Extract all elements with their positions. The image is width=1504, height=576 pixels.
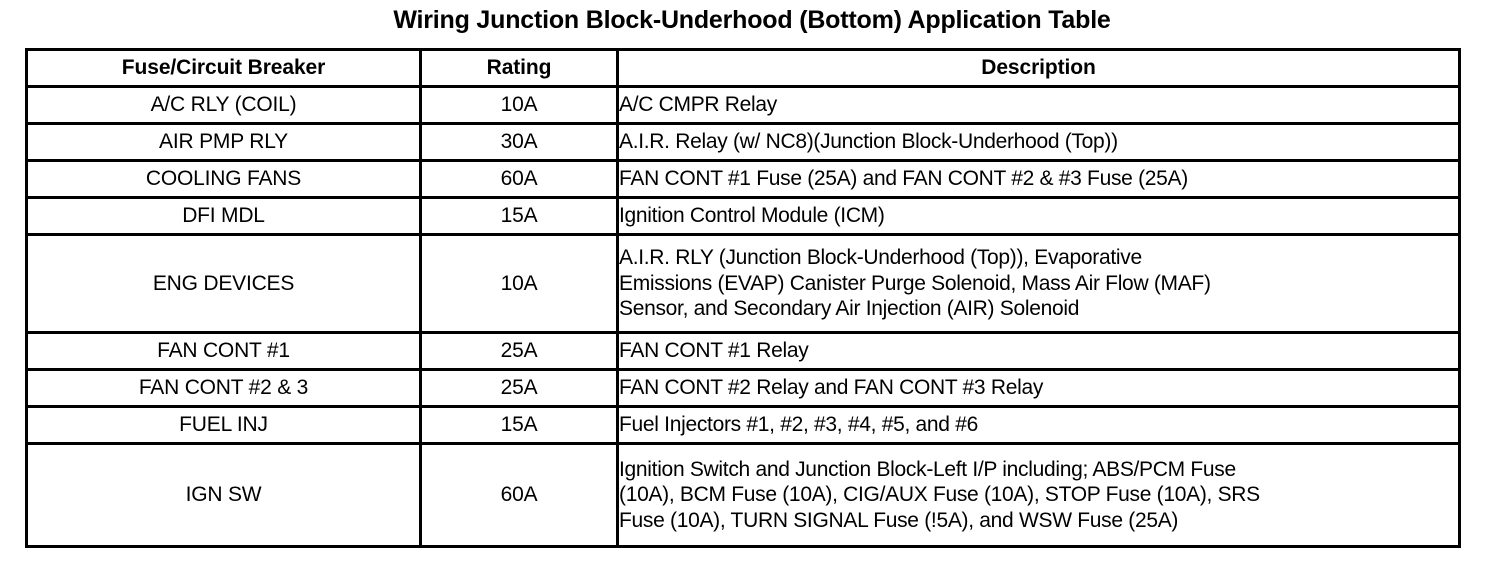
- description-line: A.I.R. RLY (Junction Block-Underhood (To…: [619, 246, 1142, 270]
- table-header: Fuse/Circuit Breaker Rating Description: [25, 48, 1461, 88]
- column-header-rating: Rating: [419, 48, 619, 88]
- cell-description: Ignition Switch and Junction Block-Left …: [616, 442, 1461, 548]
- cell-rating: 25A: [419, 331, 619, 371]
- table-header-row: Fuse/Circuit Breaker Rating Description: [25, 48, 1461, 88]
- cell-fuse: DFI MDL: [25, 196, 422, 236]
- description-line: Fuel Injectors #1, #2, #3, #4, #5, and #…: [619, 413, 978, 437]
- cell-description: FAN CONT #1 Fuse (25A) and FAN CONT #2 &…: [616, 159, 1461, 199]
- description-line: Sensor, and Secondary Air Injection (AIR…: [619, 297, 1080, 321]
- description-line: Ignition Switch and Junction Block-Left …: [619, 457, 1236, 481]
- cell-rating: 15A: [419, 196, 619, 236]
- description-line: FAN CONT #1 Fuse (25A) and FAN CONT #2 &…: [619, 167, 1188, 191]
- application-table: Fuse/Circuit Breaker Rating Description …: [25, 48, 1461, 548]
- cell-rating: 25A: [419, 368, 619, 408]
- description-line: A/C CMPR Relay: [619, 93, 777, 117]
- column-header-fuse: Fuse/Circuit Breaker: [25, 48, 422, 88]
- description-line: Fuse (10A), TURN SIGNAL Fuse (!5A), and …: [619, 508, 1179, 532]
- cell-fuse: AIR PMP RLY: [25, 122, 422, 162]
- description-line: (10A), BCM Fuse (10A), CIG/AUX Fuse (10A…: [619, 483, 1260, 507]
- cell-fuse: FAN CONT #1: [25, 331, 422, 371]
- cell-rating: 10A: [419, 85, 619, 125]
- description-line: A.I.R. Relay (w/ NC8)(Junction Block-Und…: [619, 130, 1118, 154]
- description-line: FAN CONT #1 Relay: [619, 339, 809, 363]
- cell-description: A/C CMPR Relay: [616, 85, 1461, 125]
- column-header-description: Description: [616, 48, 1461, 88]
- cell-fuse: COOLING FANS: [25, 159, 422, 199]
- cell-description: FAN CONT #1 Relay: [616, 331, 1461, 371]
- cell-fuse: ENG DEVICES: [25, 233, 422, 334]
- description-line: FAN CONT #2 Relay and FAN CONT #3 Relay: [619, 376, 1044, 400]
- cell-description: A.I.R. RLY (Junction Block-Underhood (To…: [616, 233, 1461, 334]
- application-table-wrapper: Fuse/Circuit Breaker Rating Description …: [25, 48, 1461, 548]
- cell-description: A.I.R. Relay (w/ NC8)(Junction Block-Und…: [616, 122, 1461, 162]
- cell-fuse: FAN CONT #2 & 3: [25, 368, 422, 408]
- description-line: Emissions (EVAP) Canister Purge Solenoid…: [619, 271, 1211, 295]
- page-title: Wiring Junction Block-Underhood (Bottom)…: [393, 6, 1111, 34]
- cell-rating: 15A: [419, 405, 619, 445]
- cell-rating: 10A: [419, 233, 619, 334]
- description-line: Ignition Control Module (ICM): [619, 204, 885, 228]
- cell-fuse: IGN SW: [25, 442, 422, 548]
- cell-rating: 60A: [419, 442, 619, 548]
- cell-description: Ignition Control Module (ICM): [616, 196, 1461, 236]
- cell-description: FAN CONT #2 Relay and FAN CONT #3 Relay: [616, 368, 1461, 408]
- cell-fuse: FUEL INJ: [25, 405, 422, 445]
- cell-fuse: A/C RLY (COIL): [25, 85, 422, 125]
- cell-rating: 30A: [419, 122, 619, 162]
- cell-description: Fuel Injectors #1, #2, #3, #4, #5, and #…: [616, 405, 1461, 445]
- cell-rating: 60A: [419, 159, 619, 199]
